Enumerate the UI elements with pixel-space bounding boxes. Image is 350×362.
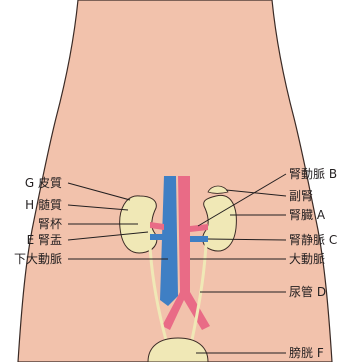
- label-bladder: 膀胱 F: [289, 346, 324, 360]
- label-renal-artery: 腎動脈 B: [289, 167, 337, 181]
- renal-vein-right: [190, 236, 208, 242]
- label-cortex: G 皮質: [25, 176, 62, 190]
- label-renal-vein: 腎静脈 C: [289, 233, 337, 247]
- label-medulla: H 髄質: [25, 198, 62, 212]
- label-pelvis: E 腎盂: [27, 233, 62, 247]
- right-kidney: [203, 195, 237, 251]
- label-adrenal: 副腎: [289, 189, 313, 203]
- label-ivc: 下大動脈: [14, 252, 62, 266]
- label-ureter: 尿管 D: [289, 285, 326, 299]
- label-aorta: 大動脈: [289, 252, 325, 266]
- label-calyx: 腎杯: [38, 217, 62, 231]
- label-kidney: 腎臓 A: [289, 208, 325, 222]
- renal-vein-left: [150, 234, 164, 240]
